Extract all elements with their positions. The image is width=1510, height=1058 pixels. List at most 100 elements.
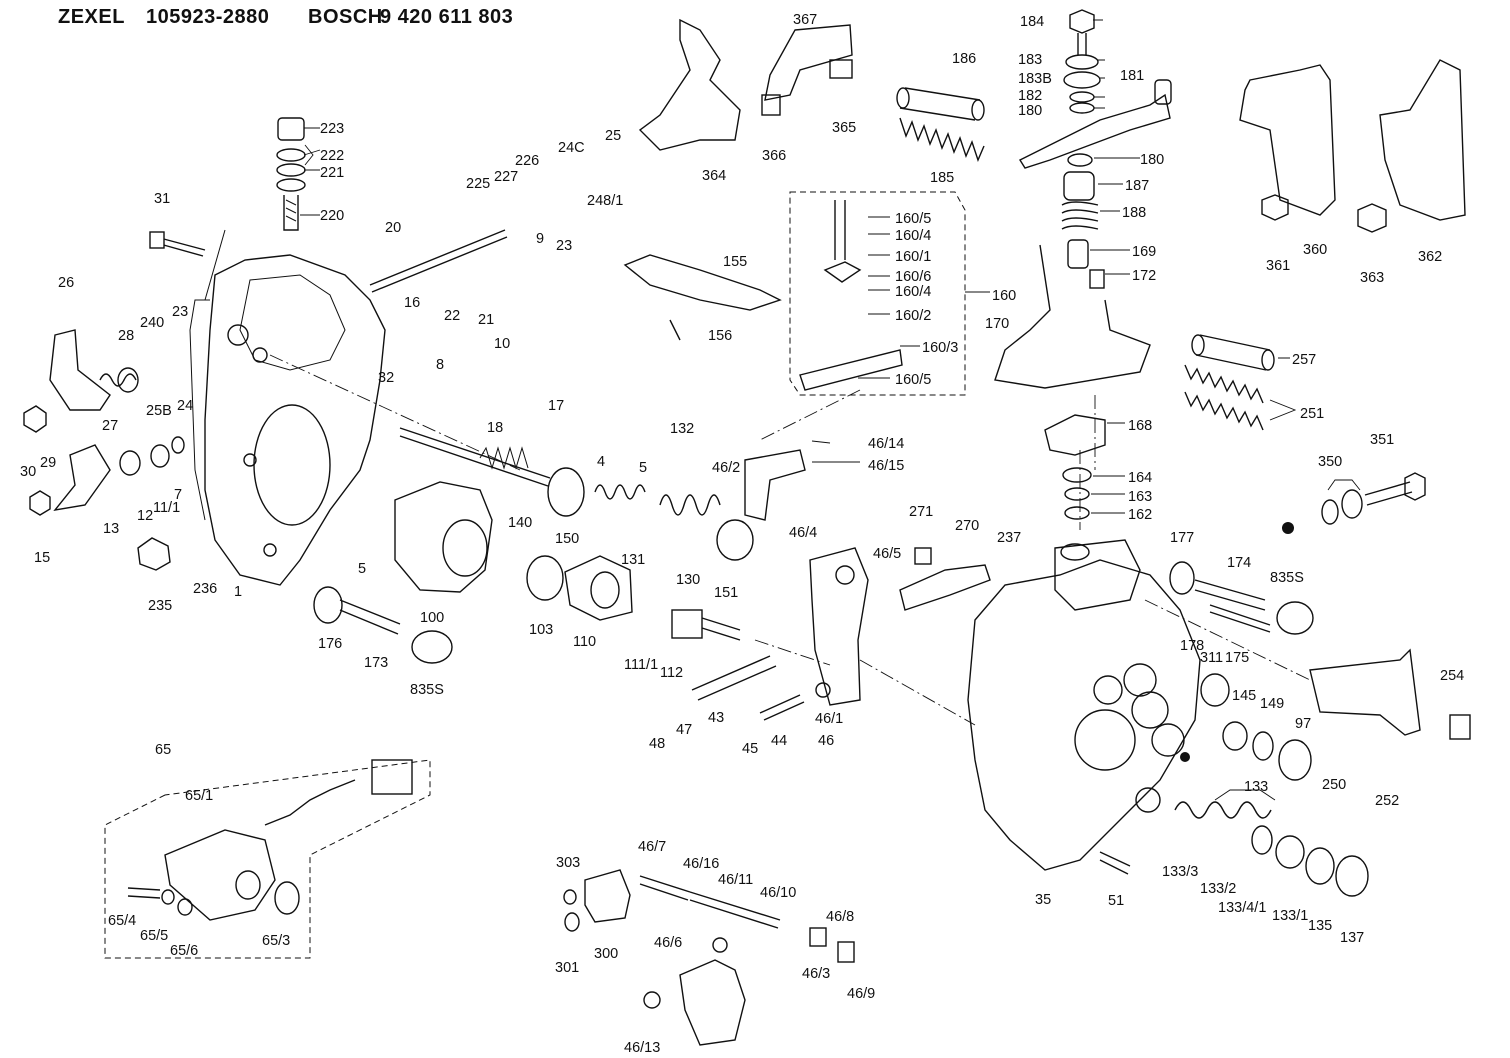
part-label-65-6: 65/6 — [170, 943, 198, 959]
part-label-35: 35 — [1035, 892, 1051, 908]
part-label-46-10: 46/10 — [760, 885, 796, 901]
part-label-97: 97 — [1295, 716, 1311, 732]
part-label-111-1: 111/1 — [624, 657, 658, 673]
part-label-135: 135 — [1308, 918, 1332, 934]
leader-lines — [300, 19, 1361, 801]
part-label-51: 51 — [1108, 893, 1124, 909]
part-label-130: 130 — [676, 572, 700, 588]
part-label-103: 103 — [529, 622, 553, 638]
part-label-364: 364 — [702, 168, 726, 184]
part-label-177: 177 — [1170, 530, 1194, 546]
part-label-237: 237 — [997, 530, 1021, 546]
part-label-155: 155 — [723, 254, 747, 270]
part-label-26: 26 — [58, 275, 74, 291]
brand-bosch: BOSCH — [308, 6, 383, 28]
part-label-835Sa: 835S — [1270, 570, 1304, 586]
part-label-311: 311 — [1200, 650, 1223, 666]
part-label-18: 18 — [487, 420, 503, 436]
part-label-46-13: 46/13 — [624, 1040, 660, 1056]
part-label-187: 187 — [1125, 178, 1149, 194]
part-label-220: 220 — [320, 208, 344, 224]
part-label-183: 183 — [1018, 52, 1042, 68]
part-label-160-2: 160/2 — [895, 308, 931, 324]
part-label-168: 168 — [1128, 418, 1152, 434]
part-label-225: 225 — [466, 176, 490, 192]
part-label-46-1: 46/1 — [815, 711, 843, 727]
part-label-251: 251 — [1300, 406, 1324, 422]
part-drawings — [23, 9, 1471, 1046]
part-label-8: 8 — [436, 357, 444, 373]
part-label-48: 48 — [649, 736, 665, 752]
part-label-133-3: 133/3 — [1162, 864, 1198, 880]
part-label-160-4b: 160/4 — [895, 284, 931, 300]
part-label-12: 12 — [137, 508, 153, 524]
part-label-351: 351 — [1370, 432, 1394, 448]
part-label-110: 110 — [573, 634, 596, 650]
part-label-13: 13 — [103, 521, 119, 537]
part-label-30: 30 — [20, 464, 36, 480]
brand-zexel: ZEXEL — [58, 6, 125, 28]
part-label-174: 174 — [1227, 555, 1251, 571]
part-label-360: 360 — [1303, 242, 1327, 258]
part-label-28: 28 — [118, 328, 134, 344]
part-label-21: 21 — [478, 312, 494, 328]
part-label-173: 173 — [364, 655, 388, 671]
part-label-46-15: 46/15 — [868, 458, 904, 474]
part-label-156: 156 — [708, 328, 732, 344]
part-label-43: 43 — [708, 710, 724, 726]
part-label-183B: 183B — [1018, 71, 1052, 87]
part-label-361: 361 — [1266, 258, 1290, 274]
part-label-23b: 23 — [172, 304, 188, 320]
part-label-31: 31 — [154, 191, 170, 207]
part-label-160-3: 160/3 — [922, 340, 958, 356]
part-number-labels: 184183183B182180181180187188169172170168… — [20, 12, 1464, 1056]
part-label-46-7: 46/7 — [638, 839, 666, 855]
part-label-160-6: 160/6 — [895, 269, 931, 285]
part-label-15: 15 — [34, 550, 50, 566]
part-label-25: 25 — [605, 128, 621, 144]
part-label-188: 188 — [1122, 205, 1146, 221]
part-label-250: 250 — [1322, 777, 1346, 793]
part-label-17: 17 — [548, 398, 564, 414]
part-label-65: 65 — [155, 742, 171, 758]
part-label-45: 45 — [742, 741, 758, 757]
part-label-160-1: 160/1 — [895, 249, 931, 265]
part-label-65-1: 65/1 — [185, 788, 213, 804]
part-label-5a: 5 — [639, 460, 647, 476]
part-label-151: 151 — [714, 585, 738, 601]
part-label-240: 240 — [140, 315, 164, 331]
part-label-180b: 180 — [1140, 152, 1164, 168]
part-label-365: 365 — [832, 120, 856, 136]
part-label-7: 7 — [174, 487, 182, 503]
part-label-362: 362 — [1418, 249, 1442, 265]
part-label-16: 16 — [404, 295, 420, 311]
part-label-32: 32 — [378, 370, 394, 386]
part-label-350: 350 — [1318, 454, 1342, 470]
part-label-178: 178 — [1180, 638, 1204, 654]
part-label-24: 24 — [177, 398, 193, 414]
part-label-180a: 180 — [1018, 103, 1042, 119]
part-label-25B: 25B — [146, 403, 172, 419]
part-label-164: 164 — [1128, 470, 1152, 486]
part-label-4: 4 — [597, 454, 605, 470]
part-label-162: 162 — [1128, 507, 1152, 523]
part-label-132: 132 — [670, 421, 694, 437]
bosch-part-number: 9 420 611 803 — [380, 6, 514, 28]
part-label-24C: 24C — [558, 140, 585, 156]
part-label-226: 226 — [515, 153, 539, 169]
part-label-163: 163 — [1128, 489, 1152, 505]
part-label-1: 1 — [234, 584, 242, 600]
part-label-835Sb: 835S — [410, 682, 444, 698]
part-label-145: 145 — [1232, 688, 1256, 704]
part-label-23a: 23 — [556, 238, 572, 254]
part-label-363: 363 — [1360, 270, 1384, 286]
part-label-133-2: 133/2 — [1200, 881, 1236, 897]
part-label-46-8: 46/8 — [826, 909, 854, 925]
part-label-46: 46 — [818, 733, 834, 749]
part-label-46-14: 46/14 — [868, 436, 904, 452]
part-label-46-11: 46/11 — [718, 872, 753, 888]
part-label-133: 133 — [1244, 779, 1268, 795]
part-label-221: 221 — [320, 165, 344, 181]
part-label-248-1: 248/1 — [587, 193, 623, 209]
